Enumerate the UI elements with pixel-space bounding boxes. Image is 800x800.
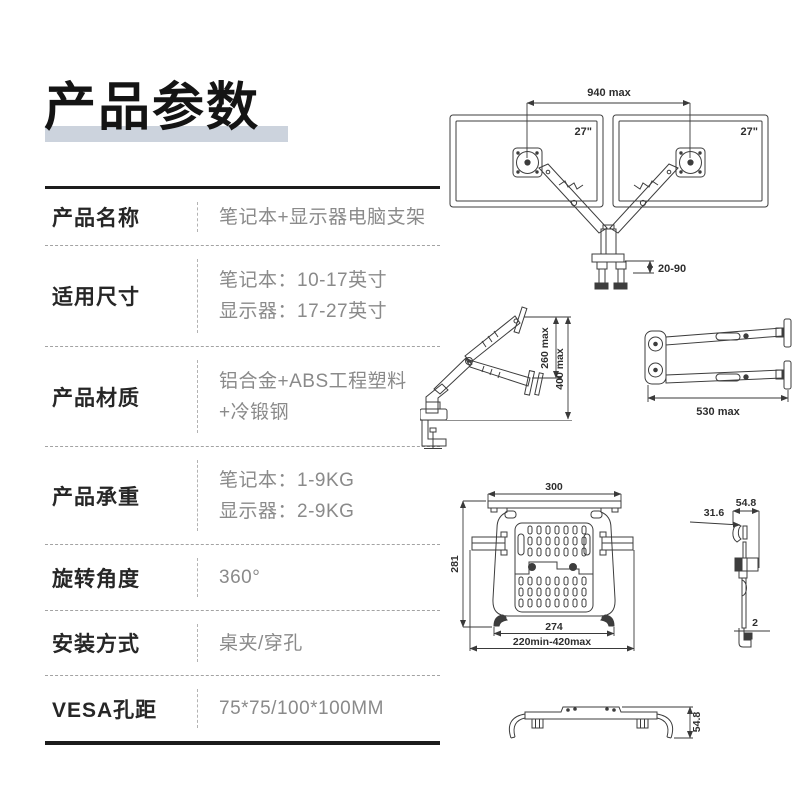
column-divider: [197, 202, 198, 232]
tray-front-drawing: [508, 706, 674, 739]
right-arm-drawing: [609, 163, 679, 234]
left-arm-drawing: [538, 163, 608, 234]
right-monitor-size-label: 27": [741, 126, 758, 138]
right-monitor-drawing: [612, 114, 769, 208]
spec-label: 产品承重: [52, 485, 140, 509]
table-row: 产品名称 笔记本+显示器电脑支架: [45, 189, 440, 245]
page-title: 产品参数: [44, 79, 261, 137]
vent-slots: [518, 525, 587, 608]
column-divider: [197, 360, 198, 433]
dim-front-height: 54.8: [691, 712, 703, 733]
right-vesa-plate: [675, 147, 706, 178]
spec-label: 安装方式: [52, 633, 140, 656]
tray-side-drawing: [732, 523, 759, 648]
column-divider: [197, 558, 198, 597]
dim-inner-width: 274: [545, 621, 563, 633]
dim-thickness: 54.8: [736, 497, 757, 509]
column-divider: [197, 259, 198, 333]
spec-label: VESA孔距: [52, 698, 158, 722]
column-divider: [197, 624, 198, 662]
arm-side-view-diagram: 260 max 400 max: [420, 297, 580, 462]
spec-value-line: 显示器：2-9KG: [219, 500, 355, 522]
spec-value-line: 笔记本：1-9KG: [219, 469, 355, 491]
column-divider: [197, 689, 198, 728]
spec-value-line: 铝合金+ABS工程塑料: [219, 370, 407, 392]
spec-label: 产品材质: [52, 386, 140, 410]
table-row: 旋转角度 360°: [45, 544, 440, 610]
left-vesa-plate: [512, 147, 543, 178]
spec-value: 360°: [219, 567, 261, 588]
spec-value: 铝合金+ABS工程塑料 +冷锻钢: [198, 366, 407, 428]
dim-width-range: 220min-420max: [513, 636, 591, 648]
table-row: 适用尺寸 笔记本：10-17英寸 显示器：17-27英寸: [45, 245, 440, 346]
column-divider: [197, 460, 198, 531]
tray-side-profile-diagram: 54.8 31.6 2: [690, 468, 790, 663]
spec-label: 旋转角度: [52, 567, 140, 591]
dim-depth: 281: [450, 555, 461, 573]
table-row: 产品承重 笔记本：1-9KG 显示器：2-9KG: [45, 446, 440, 544]
spec-value: 笔记本：10-17英寸 显示器：17-27英寸: [198, 265, 387, 327]
tray-body-drawing: [471, 500, 634, 627]
dim-top-width: 300: [545, 481, 563, 493]
dim-lift-range: 260 max: [539, 327, 551, 369]
spec-value: 75*75/100*100MM: [219, 698, 384, 719]
dual-arm-top-drawing: [644, 318, 792, 390]
laptop-tray-top-diagram: 300: [450, 473, 685, 658]
spec-value: 桌夹/穿孔: [219, 632, 303, 654]
arm-drawing: [420, 306, 572, 449]
left-monitor-size-label: 27": [575, 126, 592, 138]
title-highlight-bar: [45, 126, 288, 142]
dim-940-max: 940 max: [587, 87, 631, 99]
spec-label: 适用尺寸: [52, 286, 140, 309]
spec-value-line: 笔记本：10-17英寸: [219, 270, 388, 291]
dim-lip: 2: [752, 617, 758, 629]
dim-reach-max: 530 max: [696, 406, 740, 418]
spec-value: 笔记本：1-9KG 显示器：2-9KG: [198, 465, 354, 527]
spec-label: 产品名称: [52, 207, 140, 230]
arm-top-view-diagram: 530 max: [640, 315, 795, 420]
left-monitor-drawing: [449, 114, 604, 208]
table-row: 产品材质 铝合金+ABS工程塑料 +冷锻钢: [45, 346, 440, 446]
dim-height-max: 400 max: [554, 348, 566, 390]
dual-monitor-diagram: 940 max 27" 27": [435, 82, 800, 297]
dim-desk-thickness: 20-90: [658, 263, 686, 275]
spec-value-line: 显示器：17-27英寸: [219, 301, 388, 322]
spec-value-line: +冷锻钢: [219, 401, 290, 423]
table-row: VESA孔距 75*75/100*100MM: [45, 675, 440, 741]
tray-front-profile-diagram: 54.8: [480, 668, 710, 748]
table-row: 安装方式 桌夹/穿孔: [45, 610, 440, 675]
spec-table: 产品名称 笔记本+显示器电脑支架 适用尺寸 笔记本：10-17英寸 显示器：17…: [45, 186, 440, 745]
dim-hook-depth: 31.6: [704, 507, 725, 519]
spec-value: 笔记本+显示器电脑支架: [219, 206, 426, 228]
pole-and-clamp-drawing: [591, 224, 628, 290]
